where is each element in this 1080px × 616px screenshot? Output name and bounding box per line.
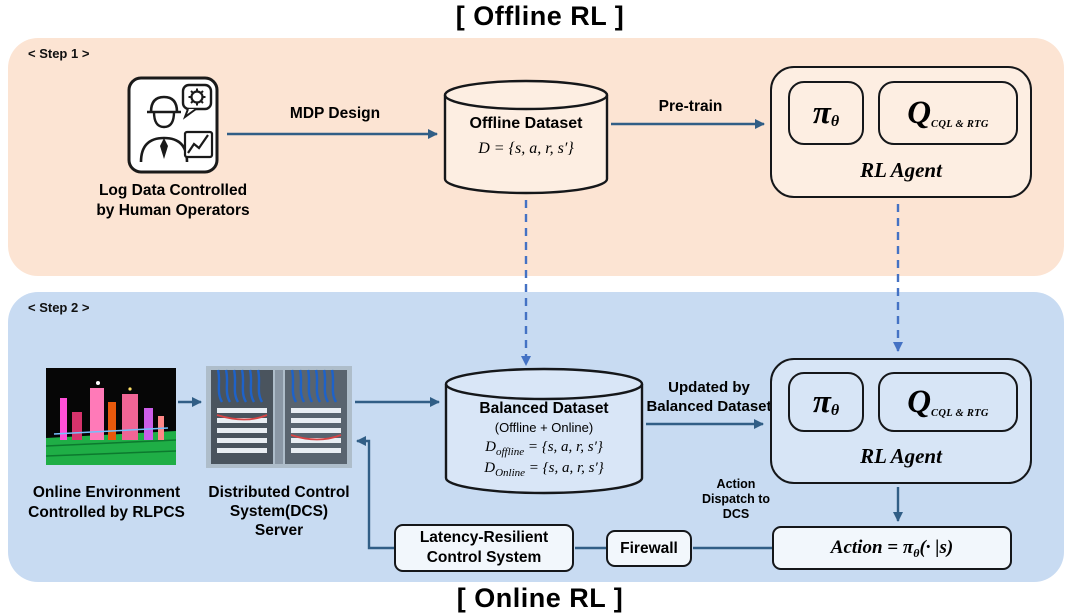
mdp-design-label: MDP Design [245,104,425,123]
firewall-box: Firewall [606,530,692,567]
latency-line1: Latency-Resilient [419,529,549,546]
action-formula-post: (· |s) [919,537,954,558]
cylinder-shape-icon [444,367,644,495]
pi-symbol: π [812,383,831,420]
action-formula-sub: θ [913,546,920,560]
pi-subscript: θ [830,402,840,419]
updated-by-line2: Balanced Dataset [646,398,772,415]
action-dispatch-line3: DCS [722,507,750,521]
online-rl-title: [ Online RL ] [456,583,624,613]
human-operator-icon [127,76,219,174]
updated-by-line1: Updated by [668,379,750,396]
rl-agent-label: RL Agent [860,444,942,468]
step1-label: < Step 1 > [28,46,90,61]
step2-label: < Step 2 > [28,300,90,315]
updated-by-label: Updated by Balanced Dataset [640,378,778,416]
dcs-server-svg [206,366,352,468]
operator-caption-line1: Log Data Controlled [98,182,248,199]
dcs-caption: Distributed Control System(DCS) Server [200,483,358,540]
environment-caption: Online Environment Controlled by RLPCS [14,483,199,523]
online-formula-base: D [484,460,496,476]
cylinder-shape-icon [443,79,609,195]
operator-caption: Log Data Controlled by Human Operators [78,181,268,221]
mdp-design-text: MDP Design [289,105,381,122]
online-formula-rest: = {s, a, r, s′} [525,460,604,476]
offline-formula: Doffline = {s, a, r, s′} [444,438,644,458]
operator-caption-line2: by Human Operators [96,202,250,219]
q-symbol: Q [907,94,932,131]
latency-line2: Control System [426,549,542,566]
pretrain-label: Pre-train [628,97,753,116]
dcs-caption-line2: System(DCS) [229,503,329,520]
dcs-server-image [206,366,352,468]
environment-caption-line1: Online Environment [32,484,181,501]
offline-dataset-cylinder: Offline Dataset D = {s, a, r, s′} [443,78,609,196]
offline-formula-base: D [485,439,496,455]
pi-subscript: θ [830,113,840,130]
dcs-caption-line3: Server [254,522,304,539]
balanced-dataset-subtitle: (Offline + Online) [494,420,594,435]
pretrain-text: Pre-train [658,98,723,115]
offline-dataset-title: Offline Dataset [469,115,583,132]
online-formula-sub: Online [495,467,526,479]
offline-dataset-formula: D = {s, a, r, s′} [478,140,574,157]
offline-formula-sub: offline [495,446,525,458]
balanced-dataset-cylinder: Balanced Dataset (Offline + Online) Doff… [444,366,644,496]
q-subscript: CQL & RTG [931,118,989,130]
action-dispatch-line1: Action [716,477,756,491]
online-environment-image [46,368,176,465]
pi-symbol: π [812,94,831,131]
action-dispatch-line2: Dispatch to [701,492,771,506]
q-symbol: Q [907,383,932,420]
environment-caption-line2: Controlled by RLPCS [28,504,185,521]
dcs-caption-line1: Distributed Control [208,484,350,501]
online-environment-svg [46,368,176,465]
online-formula: DOnline = {s, a, r, s′} [444,459,644,479]
action-formula-pre: Action = π [830,537,914,558]
offline-formula-rest: = {s, a, r, s′} [524,439,603,455]
action-dispatch-label: Action Dispatch to DCS [698,477,774,522]
rl-agent-label: RL Agent [860,158,942,182]
offline-rl-title: [ Offline RL ] [455,1,625,31]
q-subscript: CQL & RTG [931,407,989,419]
human-operator-icon-svg [127,76,219,174]
firewall-label: Firewall [620,539,678,557]
balanced-dataset-title: Balanced Dataset [479,400,609,417]
latency-resilient-box: Latency-Resilient Control System [394,524,574,572]
